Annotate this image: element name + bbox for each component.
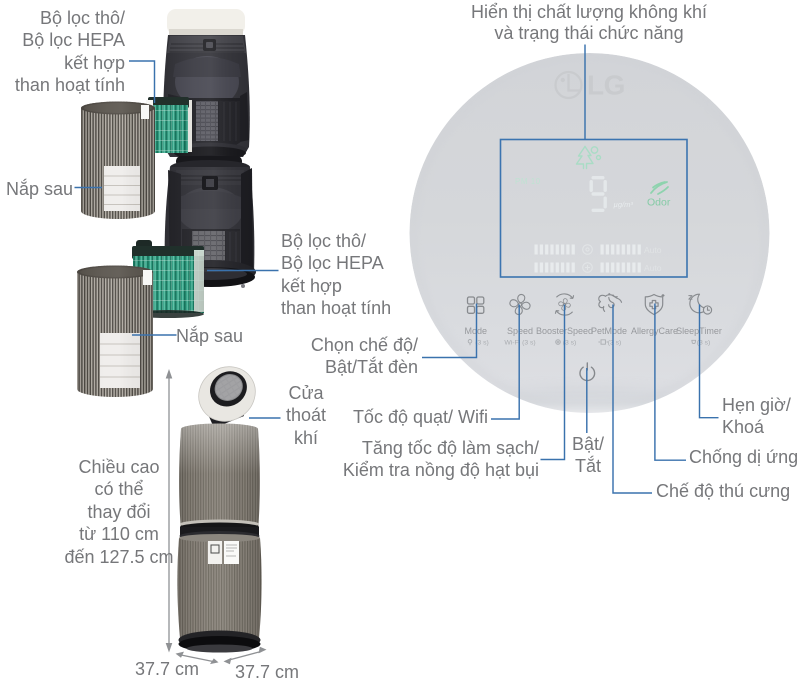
- svg-text:Wi-Fi (3 s): Wi-Fi (3 s): [504, 340, 535, 347]
- svg-text:Auto: Auto: [644, 263, 662, 273]
- svg-text:Odor: Odor: [647, 197, 671, 209]
- svg-text:PM 10: PM 10: [515, 177, 541, 186]
- svg-text:Auto: Auto: [644, 245, 662, 255]
- svg-text:PetMode: PetMode: [591, 326, 627, 336]
- svg-text:(3 s): (3 s): [697, 340, 711, 347]
- svg-text:(3 s): (3 s): [608, 340, 622, 347]
- svg-text:Speed: Speed: [507, 326, 533, 336]
- svg-text:(3 s): (3 s): [475, 340, 489, 347]
- svg-text:(3 s): (3 s): [563, 340, 577, 347]
- svg-text:LG: LG: [587, 70, 625, 101]
- svg-text:µg/m³: µg/m³: [614, 200, 634, 209]
